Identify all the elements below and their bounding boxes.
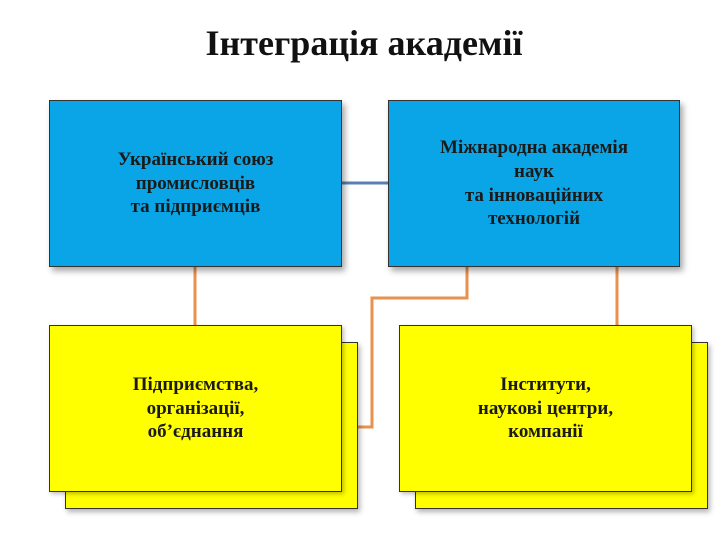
node-ukrainian-union-label: Український союз промисловців та підприє… [117,148,274,218]
node-institutes-label: Інститути, наукові центри, компанії [477,373,614,443]
page-title: Інтеграція академії [205,23,523,63]
node-institutes: Інститути, наукові центри, компанії [399,325,692,492]
node-enterprises: Підприємства, організації, об’єднання [49,325,342,492]
node-enterprises-label: Підприємства, організації, об’єднання [132,373,259,443]
node-international-academy: Міжнародна академія наук та інноваційних… [388,100,680,267]
node-international-academy-label: Міжнародна академія наук та інноваційних… [440,137,628,230]
node-ukrainian-union: Український союз промисловців та підприє… [49,100,342,267]
